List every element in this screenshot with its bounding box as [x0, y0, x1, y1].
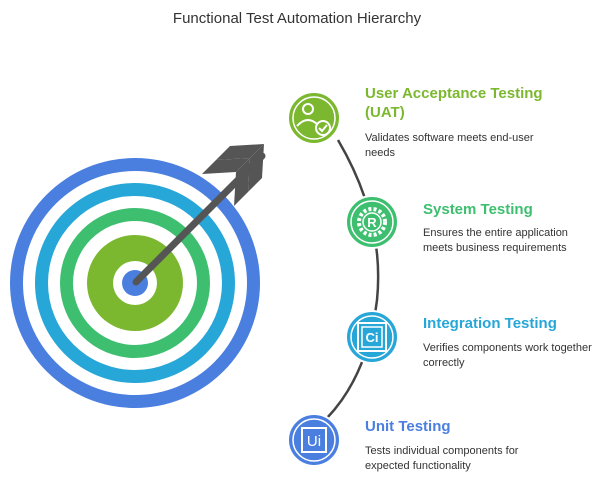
integration-testing-title: Integration Testing — [423, 315, 557, 332]
svg-text:Ui: Ui — [307, 433, 321, 450]
unit-testing-title: Unit Testing — [365, 418, 451, 435]
uat-title: User Acceptance Testing (UAT) — [365, 85, 543, 121]
system-testing-description: Ensures the entire application meets bus… — [423, 227, 568, 254]
user-check-icon — [287, 91, 341, 145]
system-testing-title: System Testing — [423, 201, 533, 218]
arrow-feather-4 — [216, 144, 264, 160]
ci-chip-icon: Ci — [345, 310, 399, 364]
hierarchy-connector-arc — [326, 139, 380, 419]
unit-testing-description: Tests individual components for expected… — [365, 445, 519, 472]
arrow-feather-3 — [202, 158, 250, 174]
arrow-icon — [132, 144, 266, 286]
integration-testing-description: Verifies components work together correc… — [423, 342, 592, 369]
diagram-title: Functional Test Automation Hierarchy — [172, 10, 422, 27]
uat-description: Validates software meets end-user needs — [365, 132, 534, 159]
gear-r-icon: R — [345, 195, 399, 249]
svg-text:R: R — [367, 215, 377, 230]
ui-box-icon: Ui — [287, 413, 341, 467]
svg-text:Ci: Ci — [366, 330, 379, 345]
